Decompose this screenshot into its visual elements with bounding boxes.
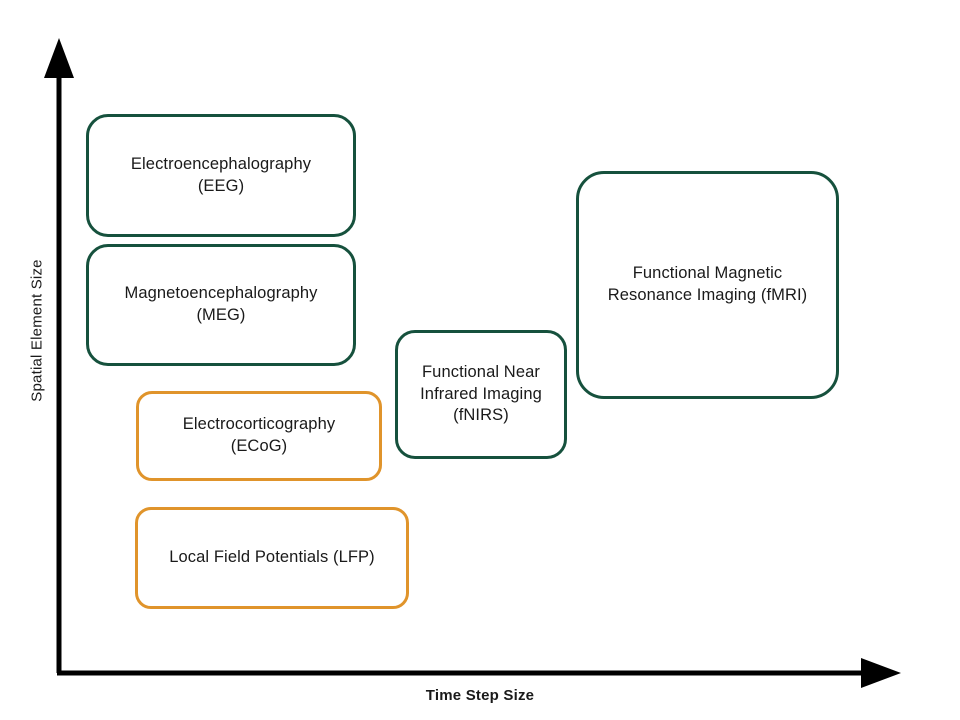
box-fnirs-label: Functional Near Infrared Imaging (fNIRS) xyxy=(420,362,542,425)
box-eeg-label: Electroencephalography (EEG) xyxy=(130,154,312,195)
box-fnirs[interactable]: Functional Near Infrared Imaging (fNIRS) xyxy=(395,330,567,459)
box-ecog[interactable]: Electrocorticography (ECoG) xyxy=(136,391,382,481)
box-meg-label: Magnetoencephalography (MEG) xyxy=(124,284,318,324)
arrow-up-icon xyxy=(44,38,74,78)
box-ecog-label: Electrocorticography (ECoG) xyxy=(182,415,336,455)
box-meg[interactable]: Magnetoencephalography (MEG) xyxy=(86,244,356,366)
x-axis-label: Time Step Size xyxy=(425,687,535,704)
y-axis-label: Spatial Element Size xyxy=(28,259,46,402)
box-eeg[interactable]: Electroencephalography (EEG) xyxy=(86,114,356,237)
box-fmri[interactable]: Functional Magnetic Resonance Imaging (f… xyxy=(576,171,839,399)
arrow-right-icon xyxy=(861,658,901,688)
box-fmri-label: Functional Magnetic Resonance Imaging (f… xyxy=(607,264,808,304)
box-lfp-label: Local Field Potentials (LFP) xyxy=(169,548,375,567)
box-lfp[interactable]: Local Field Potentials (LFP) xyxy=(135,507,409,609)
